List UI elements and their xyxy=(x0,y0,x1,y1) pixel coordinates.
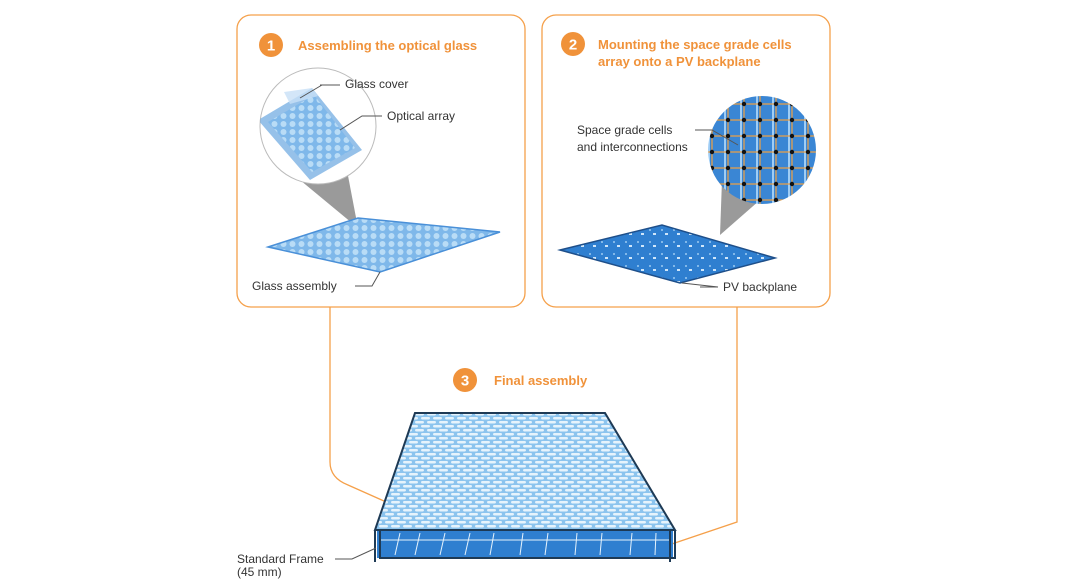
step1-panel: 1 Assembling the optical glass Glass cov… xyxy=(236,14,526,308)
magnifier-cone xyxy=(720,180,760,235)
cell-layer xyxy=(377,530,673,558)
step2-title-line2: array onto a PV backplane xyxy=(598,54,761,69)
step3-number: 3 xyxy=(461,373,469,390)
label-glass-cover: Glass cover xyxy=(345,77,408,91)
label-frame-line1: Standard Frame xyxy=(237,552,324,566)
step2-panel: 2 Mounting the space grade cells array o… xyxy=(541,14,831,308)
standard-frame xyxy=(374,530,676,562)
step1-number: 1 xyxy=(267,38,275,55)
glass-top-surface xyxy=(373,412,677,531)
label-pv-backplane: PV backplane xyxy=(723,280,797,294)
connector-step2 xyxy=(659,307,738,549)
cell-lines xyxy=(380,532,670,556)
step1-title: Assembling the optical glass xyxy=(298,38,477,53)
glass-assembly-sheet xyxy=(265,217,501,273)
label-frame-line2: (45 mm) xyxy=(237,565,282,579)
pv-backplane-sheet xyxy=(557,224,778,284)
step1-number-badge xyxy=(259,33,283,57)
step3-title: Final assembly xyxy=(494,373,588,388)
connector-step1 xyxy=(329,307,394,506)
step2-title-line1: Mounting the space grade cells xyxy=(598,37,792,52)
label-cells-line2: and interconnections xyxy=(577,140,688,154)
label-glass-assembly: Glass assembly xyxy=(252,279,337,293)
label-optical-array: Optical array xyxy=(387,109,455,123)
cells-closeup xyxy=(708,96,816,204)
step2-border xyxy=(541,14,831,308)
label-cells-line1: Space grade cells xyxy=(577,123,672,137)
step2-number-badge xyxy=(561,32,585,56)
step2-number: 2 xyxy=(569,37,577,54)
step3-number-badge xyxy=(453,368,477,392)
final-panel xyxy=(373,412,677,562)
